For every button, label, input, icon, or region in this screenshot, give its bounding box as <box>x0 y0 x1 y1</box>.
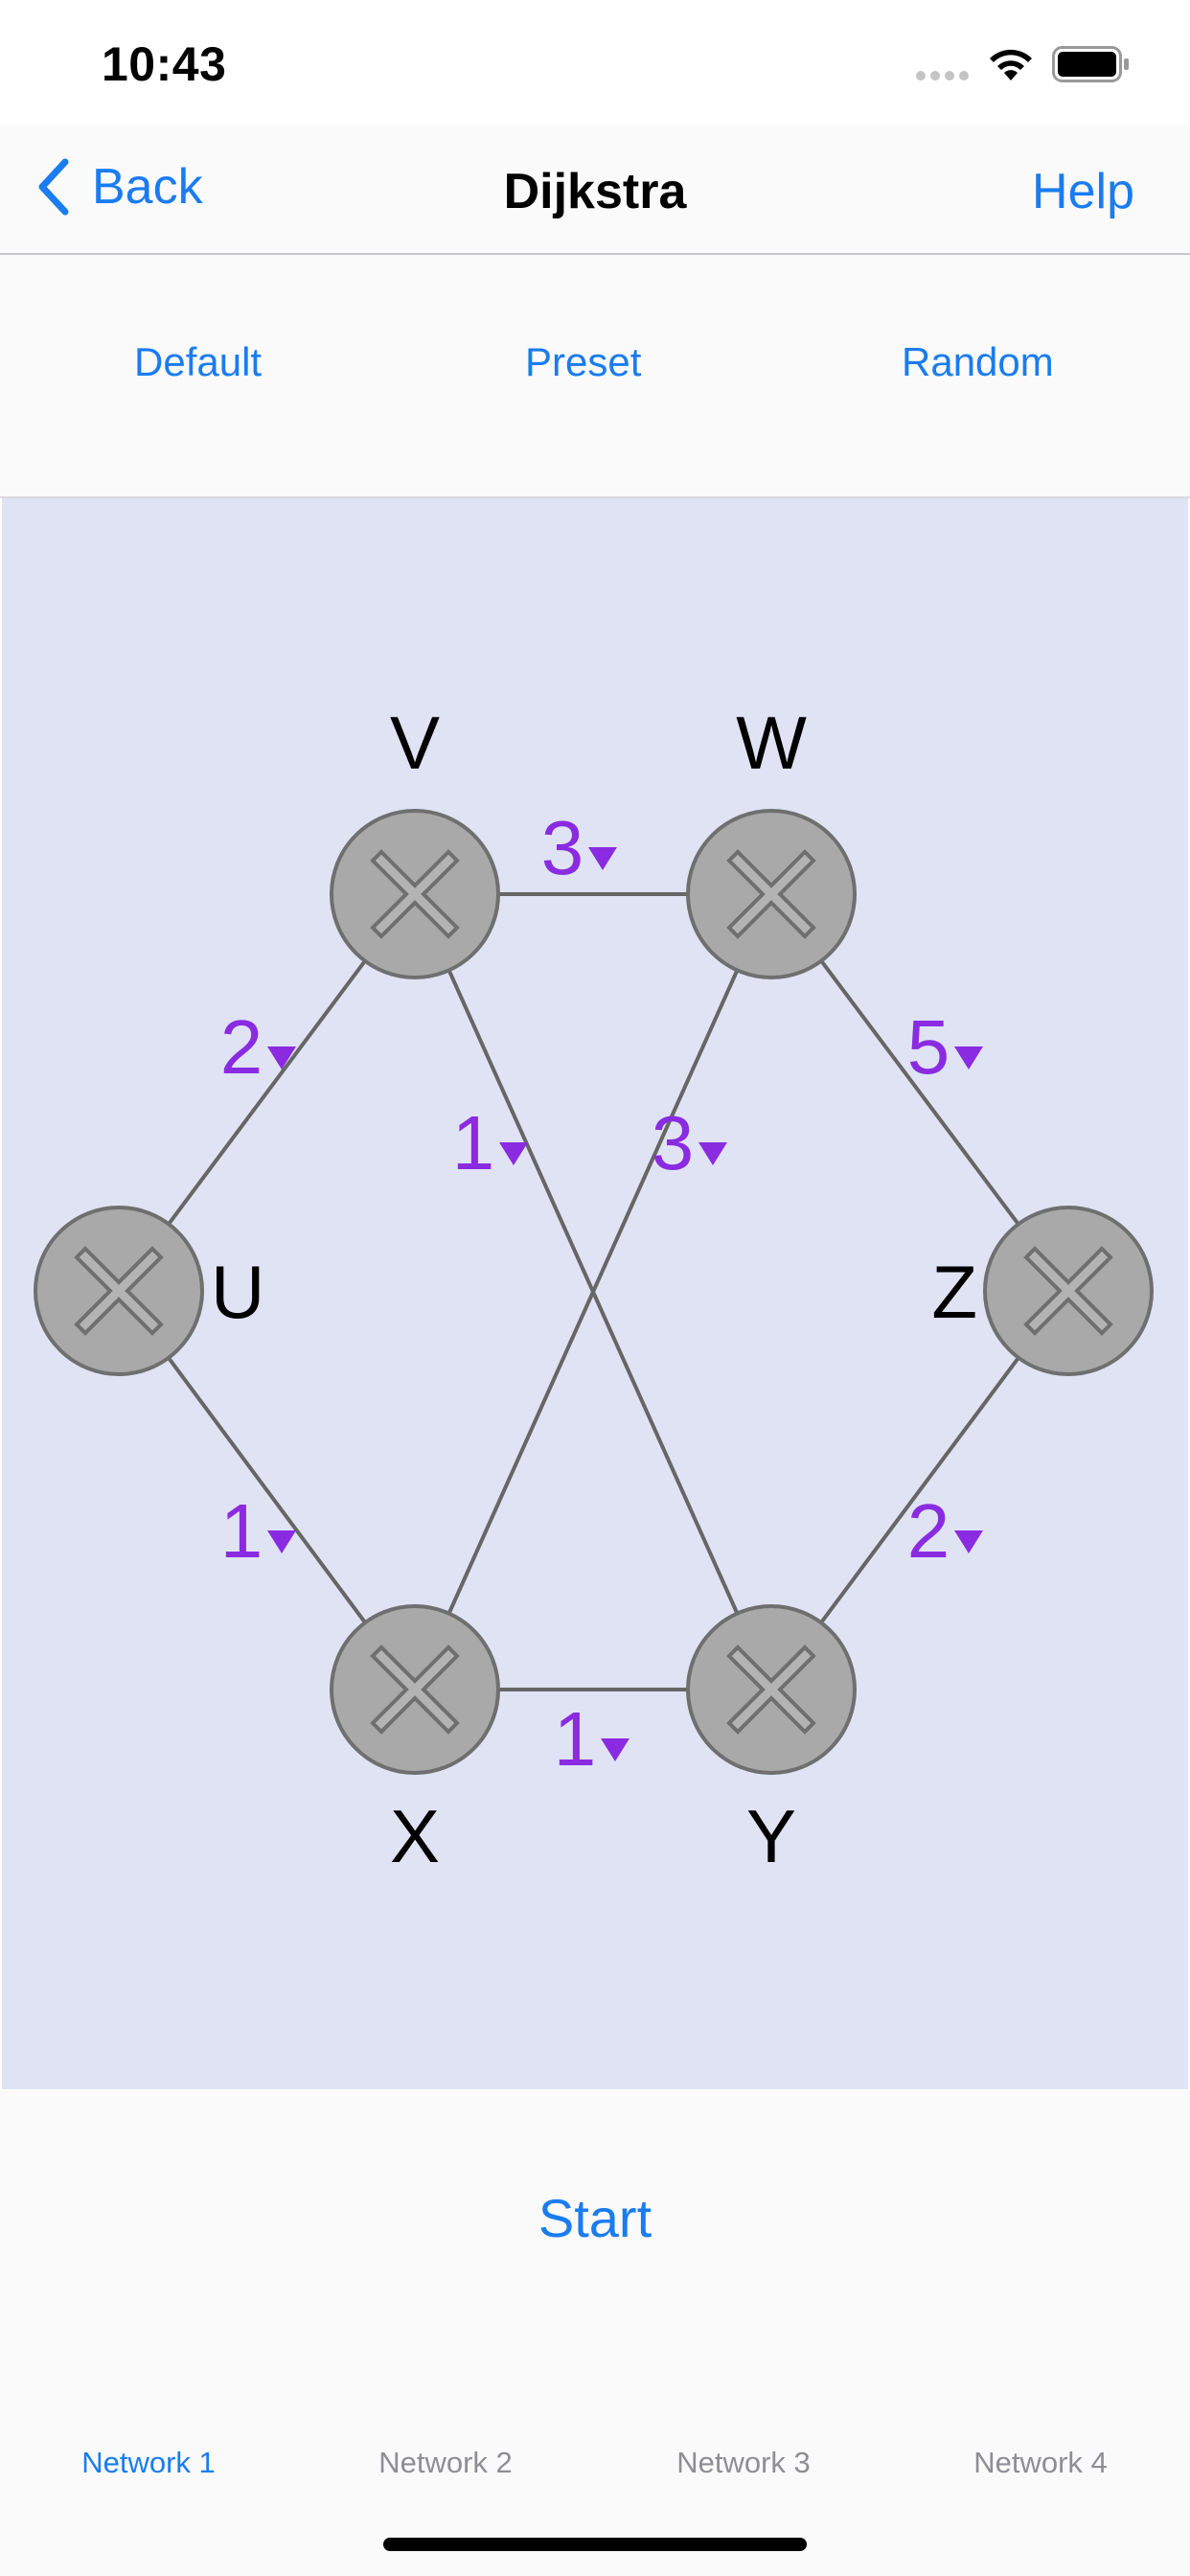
edge-weight-value: 2 <box>220 1004 263 1090</box>
node-u[interactable] <box>34 1206 204 1376</box>
edge-weight-v-w[interactable]: 3 <box>541 805 617 890</box>
mode-selector: Default Preset Random <box>0 255 1190 498</box>
dropdown-triangle-icon <box>588 847 617 870</box>
tab-network-1[interactable]: Network 1 <box>81 2446 216 2479</box>
node-label-x: X <box>390 1794 440 1878</box>
dropdown-triangle-icon <box>267 1046 296 1070</box>
dropdown-triangle-icon <box>954 1046 983 1070</box>
network-canvas[interactable]: 3 2 1 3 5 1 1 2 V W U Z X Y <box>2 498 1188 2089</box>
close-x-icon <box>370 849 460 939</box>
start-bar: Start <box>0 2091 1190 2379</box>
dropdown-triangle-icon <box>954 1530 983 1553</box>
edge-weight-value: 1 <box>554 1696 597 1782</box>
node-w[interactable] <box>686 809 857 979</box>
edge-weight-value: 1 <box>452 1100 495 1185</box>
random-button[interactable]: Random <box>902 339 1054 384</box>
start-button[interactable]: Start <box>538 2188 652 2248</box>
node-y[interactable] <box>686 1604 857 1775</box>
dropdown-triangle-icon <box>601 1738 629 1761</box>
status-bar: 10:43 <box>0 0 1190 125</box>
edge-w-x <box>413 893 773 1690</box>
edge-weight-u-v[interactable]: 2 <box>220 1004 296 1090</box>
edge-weight-w-x[interactable]: 3 <box>652 1100 727 1185</box>
close-x-icon <box>1023 1246 1113 1336</box>
tab-network-4[interactable]: Network 4 <box>973 2446 1108 2479</box>
back-button[interactable]: Back <box>36 153 203 220</box>
edge-weight-value: 3 <box>541 805 584 890</box>
close-x-icon <box>726 849 816 939</box>
navigation-bar: Back Dijkstra Help <box>0 125 1190 255</box>
default-button[interactable]: Default <box>134 339 263 384</box>
edge-weight-v-y[interactable]: 1 <box>452 1100 528 1185</box>
close-x-icon <box>726 1644 816 1735</box>
node-label-v: V <box>390 701 440 785</box>
edge-weight-value: 1 <box>220 1488 263 1574</box>
edge-weight-value: 5 <box>907 1004 950 1090</box>
edge-weight-value: 2 <box>907 1488 950 1574</box>
tab-network-2[interactable]: Network 2 <box>378 2446 513 2479</box>
node-z[interactable] <box>983 1206 1154 1376</box>
chevron-left-icon <box>38 158 69 216</box>
node-v[interactable] <box>330 809 500 979</box>
dropdown-triangle-icon <box>698 1142 727 1165</box>
node-label-u: U <box>211 1250 264 1334</box>
node-x[interactable] <box>330 1604 500 1775</box>
wifi-icon <box>990 49 1032 80</box>
node-label-y: Y <box>746 1794 796 1878</box>
dropdown-triangle-icon <box>267 1530 296 1553</box>
node-label-w: W <box>736 701 807 785</box>
close-x-icon <box>370 1644 460 1735</box>
dropdown-triangle-icon <box>499 1142 528 1165</box>
edge-weight-value: 3 <box>652 1100 695 1185</box>
edge-weight-y-z[interactable]: 2 <box>907 1488 983 1574</box>
edge-weight-w-z[interactable]: 5 <box>907 1004 983 1090</box>
help-button[interactable]: Help <box>1032 164 1134 219</box>
home-indicator <box>383 2538 807 2551</box>
status-time: 10:43 <box>102 37 227 91</box>
preset-button[interactable]: Preset <box>525 339 642 384</box>
page-title: Dijkstra <box>503 164 687 219</box>
battery-icon <box>1052 46 1129 82</box>
node-label-z: Z <box>931 1250 977 1334</box>
edge-weight-u-x[interactable]: 1 <box>220 1488 296 1574</box>
back-label: Back <box>92 159 203 215</box>
cellular-signal-icon <box>916 71 969 80</box>
network-graph[interactable]: 3 2 1 3 5 1 1 2 V W U Z X Y <box>2 498 1188 2089</box>
edge-weight-x-y[interactable]: 1 <box>554 1696 629 1782</box>
tab-network-3[interactable]: Network 3 <box>676 2446 811 2479</box>
close-x-icon <box>74 1246 164 1336</box>
